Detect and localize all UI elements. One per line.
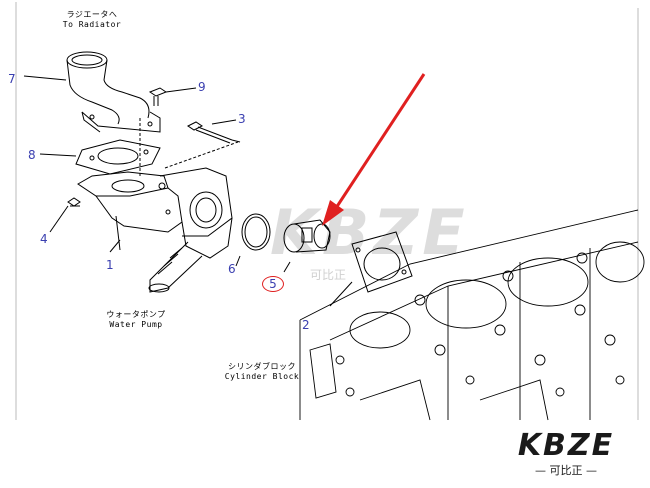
part-number-1: 1 <box>106 258 114 272</box>
cylinder-block-jp: シリンダブロック <box>228 362 296 371</box>
water-pump-en: Water Pump <box>109 320 163 329</box>
brand-logo-text: KBZE <box>517 428 615 463</box>
part-number-5-highlighted: 5 <box>262 276 284 292</box>
part-number-2: 2 <box>302 318 310 332</box>
part-3-bolt <box>187 119 237 144</box>
to-radiator-label: ラジエータへ To Radiator <box>52 10 132 30</box>
part-1-housing <box>77 167 233 293</box>
part-8-gasket <box>39 139 161 175</box>
brand-logo-subtext: — 可比正 — <box>535 464 597 477</box>
part-number-3: 3 <box>238 112 246 126</box>
part-number-9: 9 <box>198 80 206 94</box>
to-radiator-jp: ラジエータへ <box>66 10 118 19</box>
part-number-8: 8 <box>28 148 36 162</box>
part-number-6: 6 <box>228 262 236 276</box>
brand-logo: KBZE — 可比正 — <box>496 428 636 477</box>
part-number-4: 4 <box>40 232 48 246</box>
cylinder-block <box>299 209 645 421</box>
part-6-oring <box>235 213 271 267</box>
to-radiator-en: To Radiator <box>62 20 122 29</box>
part-number-7: 7 <box>8 72 16 86</box>
part-2-gasket <box>329 231 413 307</box>
water-pump-label: ウォータポンプ Water Pump <box>96 310 176 330</box>
water-pump-jp: ウォータポンプ <box>106 310 166 319</box>
highlight-arrow <box>322 73 426 226</box>
cylinder-block-en: Cylinder Block <box>224 372 300 381</box>
watermark-subtext: 可比正 <box>310 268 347 282</box>
part-5-thermostat <box>283 219 331 273</box>
part-7-outlet-pipe <box>66 51 161 133</box>
cylinder-block-label: シリンダブロック Cylinder Block <box>214 362 310 382</box>
part-9-bolt <box>148 87 197 106</box>
